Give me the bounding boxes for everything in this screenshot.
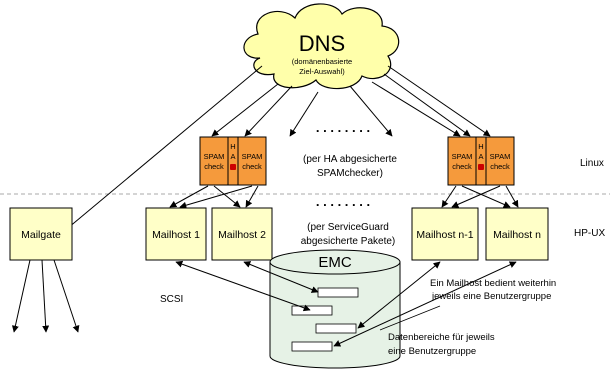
dns-cloud: DNS (domänenbasierte Ziel-Auswahl) — [243, 3, 400, 90]
data-area — [291, 305, 333, 316]
dns-arrows — [31, 65, 491, 259]
spam-right-a-line2: check — [452, 162, 472, 171]
layer-hpux: HP-UX — [574, 228, 605, 239]
ha-label-left-2: A — [230, 152, 235, 161]
spam-left-b-line2: check — [242, 162, 262, 171]
lock-icon — [478, 164, 484, 170]
ha-label-left: H — [230, 142, 235, 151]
spam-right-a-line1: SPAM — [452, 152, 473, 161]
ha-label-right: H — [478, 142, 483, 151]
mailhost-1-box: Mailhost 1 — [145, 207, 207, 261]
mailhost-n1-label: Mailhost n-1 — [416, 229, 473, 241]
mailhost-note-line1: Ein Mailhost bedient weiterhin — [430, 278, 556, 289]
spam-group-right: SPAM check H A SPAM check — [447, 136, 515, 186]
dns-title: DNS — [299, 31, 345, 56]
spam-to-host-arrows — [169, 185, 519, 209]
dots-top: . . . . . . . . — [316, 120, 370, 135]
spam-group-left: SPAM check H A SPAM check — [199, 136, 267, 186]
mailgate-out-arrows — [11, 259, 80, 333]
spam-right-b-line2: check — [490, 162, 510, 171]
data-note-line1: Datenbereiche für jeweils — [388, 332, 495, 343]
mailhost-n-box: Mailhost n — [485, 207, 549, 261]
spam-note-line1: (per HA abgesicherte — [303, 154, 397, 165]
mailgate-label: Mailgate — [21, 229, 61, 241]
data-note-line2: eine Benutzergruppe — [388, 346, 476, 357]
scsi-connections — [175, 260, 517, 347]
mailhost-note-line2: jeweils eine Benutzergruppe — [431, 291, 551, 302]
data-area — [291, 341, 333, 352]
data-area — [317, 287, 359, 298]
mailhost-2-label: Mailhost 2 — [218, 229, 266, 241]
mailgate-box: Mailgate — [9, 207, 73, 261]
spam-left-a-line2: check — [204, 162, 224, 171]
dots-mid: . . . . . . . . — [316, 194, 370, 209]
mailhost-n1-box: Mailhost n-1 — [411, 207, 479, 261]
dns-subtitle-line2: Ziel-Auswahl) — [299, 67, 345, 76]
scsi-label: SCSI — [160, 294, 183, 305]
note-pointer — [379, 305, 441, 331]
spam-left-b-line1: SPAM — [242, 152, 263, 161]
spam-note-line2: SPAMchecker) — [317, 168, 383, 179]
sg-note-line1: (per ServiceGuard — [307, 222, 389, 233]
emc-label: EMC — [318, 254, 352, 271]
spam-left-a-line1: SPAM — [204, 152, 225, 161]
layer-linux: Linux — [580, 158, 604, 169]
mailhost-1-label: Mailhost 1 — [152, 229, 200, 241]
mailhost-n-label: Mailhost n — [493, 229, 541, 241]
spam-right-b-line1: SPAM — [490, 152, 511, 161]
emc-storage: EMC — [269, 249, 401, 369]
ha-label-right-2: A — [478, 152, 483, 161]
data-area — [315, 323, 357, 334]
sg-note-line2: abgesicherte Pakete) — [301, 236, 396, 247]
dns-subtitle-line1: (domänenbasierte — [292, 57, 352, 66]
mailhost-2-box: Mailhost 2 — [211, 207, 273, 261]
lock-icon — [230, 164, 236, 170]
